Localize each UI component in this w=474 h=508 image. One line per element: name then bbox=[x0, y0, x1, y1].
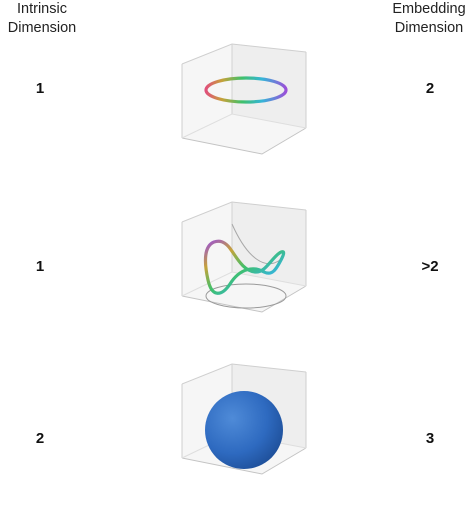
sphere-manifold-figure bbox=[168, 362, 314, 482]
sphere-surface bbox=[205, 391, 283, 469]
floor-shadow-ellipse bbox=[205, 283, 287, 309]
embedding-header-line-2: Dimension bbox=[394, 20, 464, 36]
intrinsic-dimension-header: Intrinsic Dimension bbox=[0, 0, 84, 38]
box-2-frame bbox=[181, 201, 307, 313]
row-1-intrinsic-value: 1 bbox=[35, 80, 45, 97]
row-3-intrinsic-value: 2 bbox=[35, 430, 45, 447]
circle-curve bbox=[204, 76, 288, 104]
twisted-curve-manifold-figure bbox=[168, 200, 314, 320]
row-3-embedding-value: 3 bbox=[425, 430, 435, 447]
intrinsic-header-line-1: Intrinsic bbox=[17, 1, 67, 17]
intrinsic-header-line-2: Dimension bbox=[7, 20, 77, 36]
shadow-projection-curve bbox=[231, 223, 281, 265]
row-1-embedding-value: 2 bbox=[425, 80, 435, 97]
box-1-frame bbox=[181, 43, 307, 155]
row-2-embedding-value: >2 bbox=[421, 258, 439, 275]
row-2-intrinsic-value: 1 bbox=[35, 258, 45, 275]
embedding-header-line-1: Embedding bbox=[392, 1, 466, 17]
embedding-dimension-header: Embedding Dimension bbox=[384, 0, 474, 38]
circle-manifold-figure bbox=[168, 42, 314, 162]
twisted-curve bbox=[203, 239, 286, 295]
